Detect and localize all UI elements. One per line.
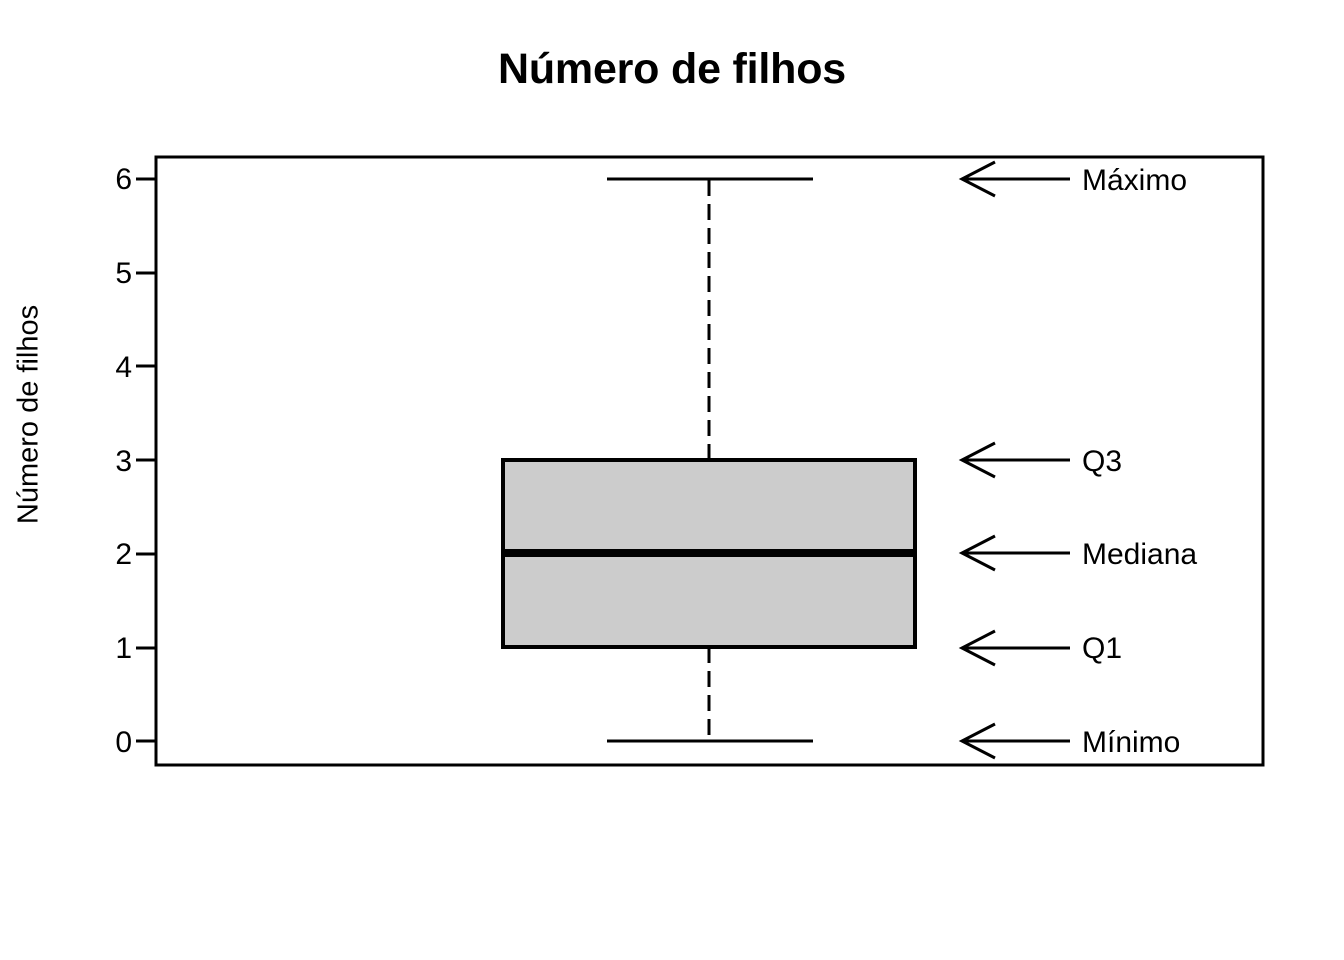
annotation-arrow-minimo [958, 722, 1070, 760]
y-tick-label-1: 1 [115, 632, 132, 665]
annotation-label-minimo: Mínimo [1082, 726, 1181, 759]
y-axis-ticks [136, 177, 156, 743]
y-tick-label-6: 6 [115, 163, 132, 196]
y-tick-label-3: 3 [115, 445, 132, 478]
annotation-label-mediana: Mediana [1082, 538, 1198, 571]
annotation-arrow-q1 [958, 629, 1070, 667]
annotation-label-maximo: Máximo [1082, 164, 1188, 197]
page-title: Número de filhos [497, 45, 846, 93]
annotation-arrow-q3 [958, 441, 1070, 479]
annotation-arrow-mediana [958, 534, 1070, 572]
annotation-arrows [958, 160, 1070, 760]
y-tick-label-2: 2 [115, 538, 132, 571]
annotation-arrow-maximo [958, 160, 1070, 198]
y-tick-label-5: 5 [115, 257, 132, 290]
annotation-label-q3: Q3 [1082, 445, 1123, 478]
y-tick-label-4: 4 [115, 351, 132, 384]
annotation-label-q1: Q1 [1082, 632, 1123, 665]
y-tick-label-0: 0 [115, 726, 132, 759]
